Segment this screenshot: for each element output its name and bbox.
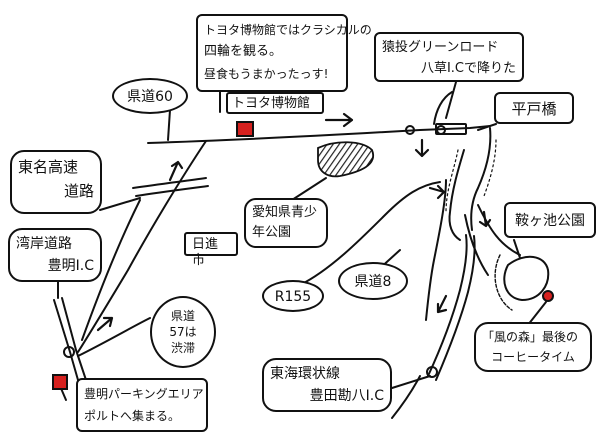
prefectural-road-60-text: 県道60 <box>127 89 173 105</box>
toyota-note-line1: トヨタ博物館ではクラシカルの <box>204 23 372 37</box>
river-hatch-west <box>445 149 459 213</box>
nisshin-city-text: 日進市 <box>192 237 219 268</box>
tomei-expressway-b <box>135 185 209 197</box>
kuragaike-park-text: 鞍ヶ池公園 <box>515 213 585 229</box>
toyota-museum-marker <box>236 121 254 137</box>
sanage-green-road <box>433 91 453 125</box>
arrow-right-park <box>428 184 446 200</box>
wangan-road-box: 湾岸道路 豊明I.C <box>8 228 102 282</box>
r155-text: R155 <box>274 289 312 305</box>
arrow-up-north <box>168 160 184 182</box>
prefectural-road-60-label: 県道60 <box>112 78 188 114</box>
toyota-museum-text: トヨタ博物館 <box>232 96 311 111</box>
sanage-green-road-box: 猿投グリーンロード 八草I.Cで降りた <box>374 32 524 82</box>
toyoake-parking-line2: ポルトへ集まる。 <box>84 409 181 423</box>
kuragaike-pond <box>503 255 550 301</box>
hiratobashi-text: 平戸橋 <box>511 100 557 118</box>
kaze-no-mori-line2: コーヒータイム <box>491 350 575 364</box>
leader-kuragaike <box>513 239 521 259</box>
river-bank-east <box>470 127 492 231</box>
toyoake-parking-box: 豊明パーキングエリア ポルトへ集まる。 <box>76 378 208 432</box>
aoshonen-park-line1: 愛知県青少 <box>252 205 318 220</box>
toyota-note-line2: 四輪を観る。 <box>204 44 283 59</box>
sanage-green-road-line2: 八草I.Cで降りた <box>420 61 516 76</box>
leader-tomei <box>99 197 141 211</box>
arrow-down-east <box>478 210 492 228</box>
leader-hiratobashi <box>477 123 497 131</box>
river-bank-west <box>448 149 465 241</box>
aoshonen-park-line2: 年公園 <box>252 225 292 240</box>
tomei-expressway-line1: 東名高速 <box>18 158 79 176</box>
tomei-expressway-a <box>132 177 207 189</box>
road-prefectural-60 <box>147 125 491 144</box>
prefectural-road-8-label: 県道8 <box>338 262 408 300</box>
road-west-trunk <box>77 140 207 353</box>
toyoake-parking-line1: 豊明パーキングエリア <box>84 387 204 401</box>
toyota-note-box: トヨタ博物館ではクラシカルの 四輪を観る。 昼食もうまかったっす! <box>196 14 372 92</box>
road-south <box>77 317 151 357</box>
prefectural-road-57-label: 県道 57は 渋滞 <box>150 296 216 368</box>
leader-green-road <box>445 81 457 119</box>
hiratobashi-label: 平戸橋 <box>494 92 574 124</box>
tokai-loop-line2: 豊田勘八I.C <box>309 388 384 404</box>
r155-label: R155 <box>262 280 324 312</box>
sanage-green-road-line1: 猿投グリーンロード <box>382 40 499 55</box>
kaze-no-mori-line1: 「風の森」最後の <box>482 330 579 344</box>
tomei-expressway-line2: 道路 <box>63 182 94 200</box>
river-hatch-east <box>483 139 497 197</box>
tokai-loop-box: 東海環状線 豊田勘八I.C <box>262 358 392 412</box>
wangan-road-line1: 湾岸道路 <box>16 236 72 252</box>
kanpachi-ic-circle <box>426 366 438 378</box>
tomei-expressway-box: 東名高速 道路 <box>10 150 102 214</box>
road-r155 <box>299 181 441 286</box>
arrow-south-west <box>96 316 114 332</box>
prefectural-road-57-line2: 57は <box>169 325 197 339</box>
toyoake-parking-marker <box>52 374 68 390</box>
prefectural-road-57-line3: 渋滞 <box>170 341 195 355</box>
tokai-loop-b <box>435 235 476 381</box>
kaze-no-mori-marker <box>542 290 554 302</box>
aoshonen-park-area <box>317 141 375 178</box>
tokai-loop-line1: 東海環状線 <box>270 366 340 382</box>
kaze-no-mori-box: 「風の森」最後の コーヒータイム <box>474 322 592 372</box>
road-east-b <box>477 204 521 256</box>
tokai-loop-a <box>427 234 468 377</box>
toyoake-ic-circle <box>63 346 75 358</box>
toyota-note-line3: 昼食もうまかったっす! <box>204 67 329 81</box>
prefectural-road-57-line1: 県道 <box>170 309 195 323</box>
road-hiratobashi-down <box>425 179 447 321</box>
kuragaike-ridge <box>494 254 513 311</box>
nisshin-city-label: 日進市 <box>184 232 238 268</box>
road-tomei-branch <box>81 199 141 341</box>
leader-tokai <box>391 375 431 389</box>
kuragaike-park-box: 鞍ヶ池公園 <box>504 202 596 238</box>
prefectural-road-8-text: 県道8 <box>354 274 392 290</box>
leader-pref60 <box>167 109 171 141</box>
aoshonen-park-box: 愛知県青少 年公園 <box>244 198 328 248</box>
toyota-museum-label: トヨタ博物館 <box>226 92 324 114</box>
arrow-down-r155 <box>414 138 430 158</box>
yakusa-ic-bar <box>435 123 467 135</box>
wangan-road-line2: 豊明I.C <box>47 258 94 274</box>
tokai-loop-c <box>391 375 421 419</box>
green-road-node <box>405 125 415 135</box>
arrow-down-tokai <box>436 294 448 314</box>
arrow-east-top <box>324 112 354 128</box>
